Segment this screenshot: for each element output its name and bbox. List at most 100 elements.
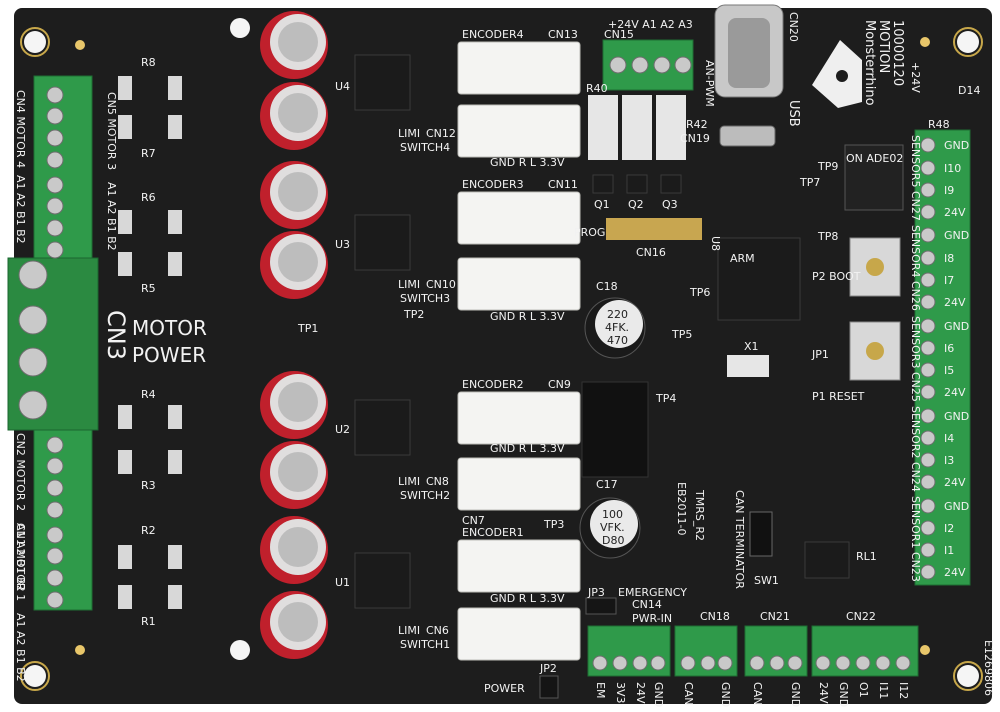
limit2-label: LIMI [398, 475, 420, 488]
q2-label: Q2 [628, 198, 644, 211]
c18-label: C18 [596, 280, 618, 293]
u2-label: U2 [335, 423, 350, 436]
encoder2-cn: CN9 [548, 378, 571, 391]
sw1-switch [749, 511, 773, 557]
serial-top-label: 10000120 [890, 20, 905, 86]
left-terminal-blocks [7, 75, 99, 611]
r2-label: R2 [141, 524, 156, 537]
mcu-chip [717, 237, 801, 321]
pin-label: GND [944, 139, 969, 152]
sensor3-label: SENSOR3 CN25 [909, 316, 922, 402]
cn5-pins: A1 A2 B1 B2 [105, 182, 118, 251]
tp7-label: TP7 [799, 176, 820, 189]
model-label: MOTION [876, 20, 891, 73]
c17-value-3: D80 [602, 534, 624, 547]
pin-label: I4 [944, 432, 954, 445]
boot-label: P2 BOOT [812, 270, 861, 283]
encoder2-pinout: GND R L 3.3V [490, 442, 565, 455]
can-terminator-label: CAN TERMINATOR [733, 490, 746, 589]
bottom-pin-label: 24V [817, 682, 830, 704]
cn18-label: CN18 [700, 610, 730, 623]
encoder2-label: ENCODER2 [462, 378, 524, 391]
encoder4-label: ENCODER4 [462, 28, 524, 41]
pin-label: 24V [944, 386, 966, 399]
limit3-cn: CN10 [426, 278, 456, 291]
pin-label: I1 [944, 544, 954, 557]
encoder3-cn: CN11 [548, 178, 578, 191]
sensor1-label: SENSOR1 CN23 [909, 496, 922, 582]
q3-label: Q3 [662, 198, 678, 211]
cn1-label: CN1 MOTOR 1 [14, 523, 27, 601]
right-terminal-blocks [914, 129, 971, 586]
cn14-label: CN14 [632, 598, 662, 611]
u1-label: U1 [335, 576, 350, 589]
cn20-label: CN20 [787, 12, 800, 42]
cn22-label: CN22 [846, 610, 876, 623]
right-pin-labels: GND I10 I9 24V GND I8 I7 24V GND I6 I5 2… [944, 139, 969, 579]
r6-label: R6 [141, 191, 156, 204]
motor-capacitors [260, 11, 328, 659]
bottom-pin-label: CAN [751, 682, 764, 705]
d14-label: D14 [958, 84, 980, 97]
cn15-pins: +24V A1 A2 A3 [608, 18, 693, 31]
tp5-label: TP5 [671, 328, 692, 341]
c17-value-2: VFK. [600, 521, 625, 534]
pin-label: I9 [944, 184, 954, 197]
r4-label: R4 [141, 388, 156, 401]
v24-label: +24V [909, 62, 922, 93]
r1-label: R1 [141, 615, 156, 628]
limit1-sw: SWITCH1 [400, 638, 450, 651]
pin-label: I3 [944, 454, 954, 467]
tp1-label: TP1 [297, 322, 318, 335]
r42-label: R42 [686, 118, 708, 131]
pin-label: I6 [944, 342, 954, 355]
bottom-pin-label: 3V3 [614, 682, 627, 704]
tp2-label: TP2 [403, 308, 424, 321]
pin-label: GND [944, 229, 969, 242]
limit4-sw: SWITCH4 [400, 141, 450, 154]
pin-label: 24V [944, 206, 966, 219]
cn1-pins: A1 A2 B1 B2 [14, 613, 27, 682]
pin-label: I2 [944, 522, 954, 535]
cn3-label: CN3 [102, 310, 130, 360]
pin-label: GND [944, 410, 969, 423]
limit2-cn: CN8 [426, 475, 449, 488]
power-capacitors [579, 297, 649, 559]
u4-label: U4 [335, 80, 350, 93]
pin-label: 24V [944, 476, 966, 489]
sensor4-label: SENSOR4 CN26 [909, 225, 922, 311]
pin-label: GND [944, 320, 969, 333]
bottom-pin-label: GND [652, 682, 665, 707]
pin-label: GND [944, 500, 969, 513]
limit3-label: LIMI [398, 278, 420, 291]
reset-label: P1 RESET [812, 390, 865, 403]
cn2-pins: A1 A2 B1 B2 [14, 523, 27, 592]
pin-label: I8 [944, 252, 954, 265]
brand-logo [812, 40, 862, 108]
jp1-label: JP1 [811, 348, 829, 361]
x1-label: X1 [744, 340, 759, 353]
bottom-pin-label: O1 [857, 682, 870, 698]
transistors [588, 95, 686, 194]
r3-label: R3 [141, 479, 156, 492]
limit4-label: LIMI [398, 127, 420, 140]
bottom-pin-label: 24V [634, 682, 647, 704]
emergency-label: EMERGENCY [618, 586, 687, 599]
cn4-label: CN4 MOTOR 4 [14, 90, 27, 168]
tp6-label: TP6 [689, 286, 710, 299]
encoder4-pinout: GND R L 3.3V [490, 156, 565, 169]
micro-usb-port [719, 125, 776, 147]
current-sense-resistors [118, 76, 182, 609]
jp3-jumper [585, 597, 617, 615]
rl1-label: RL1 [856, 550, 877, 563]
limit1-label: LIMI [398, 624, 420, 637]
eb-code-label: EB2011-0 [675, 482, 688, 535]
pin-label: I10 [944, 162, 961, 175]
prog-label: PROG [574, 226, 605, 239]
c18-value-2: 4FK. [605, 321, 629, 334]
c17-value-1: 100 [602, 508, 623, 521]
crystal-x1 [727, 355, 769, 377]
bottom-pin-label: GND [789, 682, 802, 707]
driver-chips [354, 54, 411, 609]
